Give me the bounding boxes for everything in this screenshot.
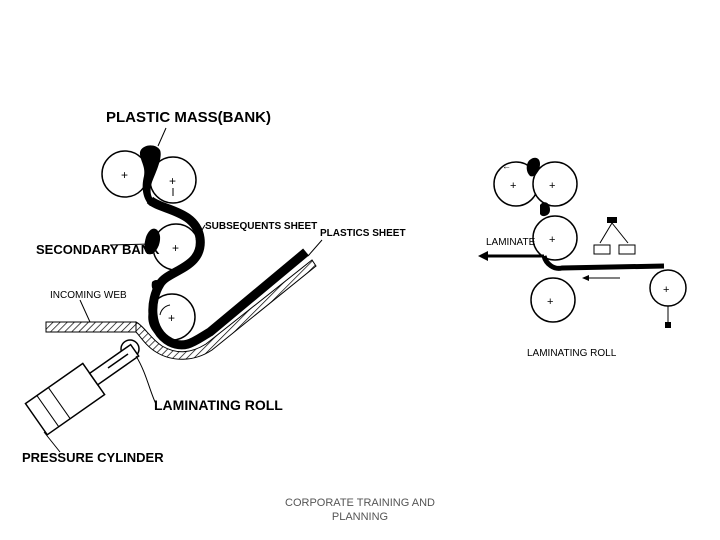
incoming-web [46, 322, 136, 332]
secondary-bank-small-blob [152, 280, 161, 291]
label-plastic-mass: PLASTIC MASS(BANK) [106, 109, 271, 126]
label-laminating-roll-left: LAMINATING ROLL [154, 397, 283, 413]
svg-text:+: + [172, 241, 179, 255]
footer: CORPORATE TRAINING AND PLANNING [260, 496, 460, 524]
leader-incoming-web [80, 300, 90, 322]
label-incoming-web: INCOMING WEB [50, 290, 127, 301]
right-bank-middle [540, 202, 550, 216]
leader-plastic-mass [158, 128, 166, 146]
right-incoming-web-arrowhead [582, 275, 589, 281]
svg-text:+: + [121, 168, 128, 182]
right-feed-hopper [594, 217, 635, 254]
svg-text:+: + [547, 296, 553, 308]
label-laminating-roll-right: LAMINATING ROLL [527, 348, 617, 359]
footer-line-1: CORPORATE TRAINING AND [260, 496, 460, 510]
right-laminate-arrowhead [478, 251, 488, 261]
svg-text:+: + [549, 180, 555, 192]
label-pressure-cylinder: PRESSURE CYLINDER [22, 450, 164, 465]
leader-laminating-roll [136, 356, 156, 404]
svg-text:+: + [663, 284, 669, 296]
svg-text:+: + [169, 174, 176, 188]
footer-line-2: PLANNING [260, 510, 460, 524]
svg-text:+: + [168, 311, 175, 325]
leader-plastics-sheet [308, 240, 322, 256]
label-secondary-bank: SECONDARY BANK [36, 242, 160, 257]
label-laminate: LAMINATE [486, 237, 536, 248]
leader-pressure-cylinder [44, 432, 60, 452]
right-roll-middle: + [533, 216, 577, 260]
right-roll-bottom: + [531, 278, 575, 322]
label-subsequent-sheet: SUBSEQUENTS SHEET [205, 221, 317, 232]
right-lamination-diagram: + ← + + + + [478, 158, 686, 359]
right-feed-roll: + [650, 270, 686, 328]
left-calender-diagram: + + + + + [22, 109, 406, 465]
right-roll-top-right: + [533, 162, 577, 206]
label-plastics-sheet: PLASTICS SHEET [320, 228, 406, 239]
svg-text:+: + [510, 180, 516, 192]
svg-text:+: + [549, 234, 555, 246]
pressure-cylinder [25, 335, 145, 435]
svg-text:←: ← [502, 161, 511, 171]
